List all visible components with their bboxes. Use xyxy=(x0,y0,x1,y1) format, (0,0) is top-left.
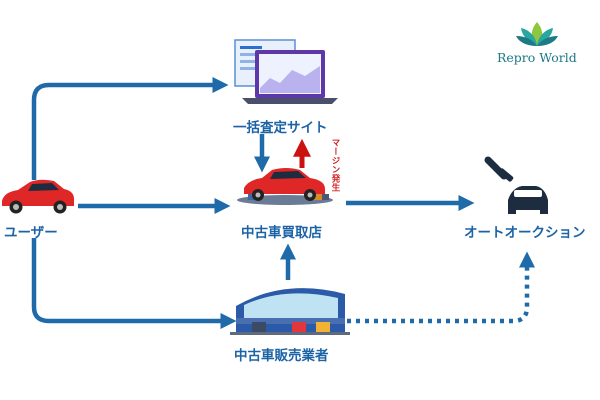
user-car-icon xyxy=(2,179,74,214)
dealership-icon xyxy=(230,288,350,335)
auction-icon xyxy=(484,156,548,214)
logo-icon xyxy=(516,22,558,46)
node-label-dealer: 中古車販売業者 xyxy=(234,348,329,364)
node-label-user: ユーザー xyxy=(4,225,58,241)
node-label-auction: オートオークション xyxy=(464,225,586,241)
shop-car-icon xyxy=(237,168,333,205)
logo-text: Repro World xyxy=(497,50,577,65)
node-label-site: 一括査定サイト xyxy=(233,120,328,136)
margin-annotation: マージン発生 xyxy=(330,138,340,192)
arrow-user-to-dealer xyxy=(31,238,237,330)
laptop-icon xyxy=(234,39,338,104)
arrow-dealer-to-auction xyxy=(338,251,536,324)
node-label-shop: 中古車買取店 xyxy=(241,225,322,241)
arrow-user-to-site xyxy=(31,76,229,180)
